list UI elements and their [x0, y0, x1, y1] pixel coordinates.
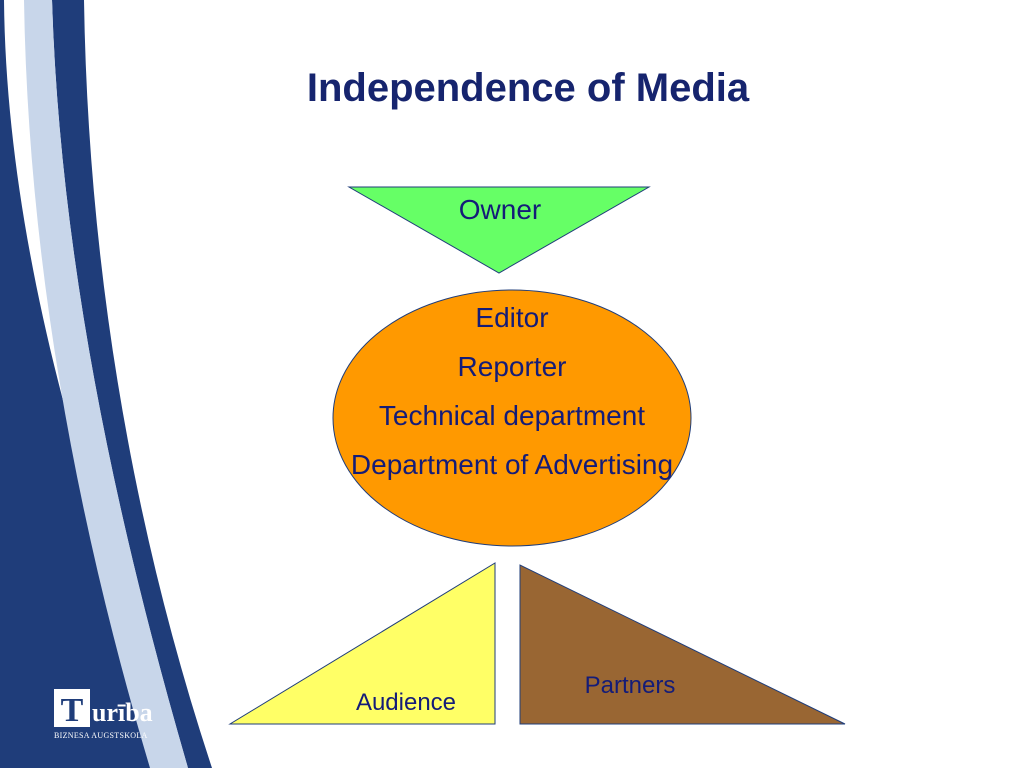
staff-list: Editor Reporter Technical department Dep…: [300, 296, 724, 492]
partners-label: Partners: [584, 672, 676, 699]
audience-triangle: [228, 562, 496, 725]
owner-label: Owner: [458, 194, 542, 225]
logo: T: [54, 689, 154, 741]
logo-word: urība: [92, 698, 153, 727]
staff-item-editor: Editor: [475, 302, 549, 333]
left-swoosh-band: [52, 0, 212, 768]
staff-item-reporter: Reporter: [457, 351, 567, 382]
left-swoosh: [0, 0, 188, 768]
logo-mark: T: [54, 689, 90, 729]
logo-initial: T: [61, 692, 84, 729]
audience-label: Audience: [355, 689, 457, 716]
slide-title: Independence of Media: [306, 66, 750, 110]
staff-item-advertising: Department of Advertising: [350, 449, 674, 480]
partners-triangle: [519, 564, 846, 725]
left-swoosh-band-light: [24, 0, 188, 768]
logo-subtitle: BIZNESA AUGSTSKOLA: [54, 731, 148, 740]
staff-ellipse: [332, 289, 692, 547]
staff-item-technical: Technical department: [378, 400, 646, 431]
owner-triangle: [347, 186, 651, 274]
